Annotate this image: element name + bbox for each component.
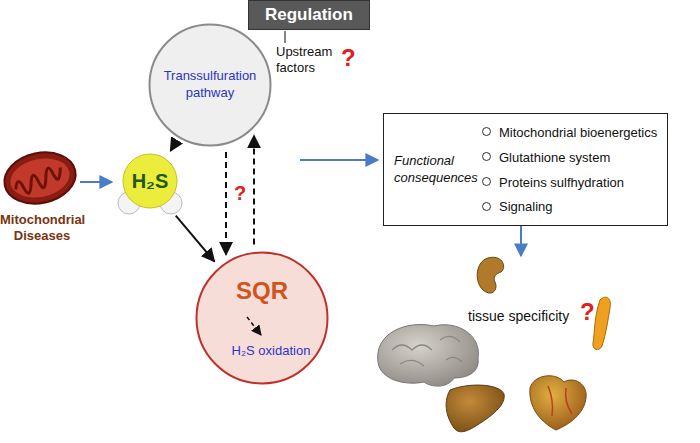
node-title: SQR — [236, 277, 288, 305]
arrow — [171, 144, 175, 151]
info-box: Functional consequencesMitochondrial bio… — [383, 113, 668, 226]
leader-line — [284, 31, 285, 43]
box-heading: Functional consequences — [394, 153, 478, 186]
list-row: Proteins sulfhydration — [482, 170, 657, 195]
blue-arrow — [80, 181, 112, 183]
box-column: Functional consequences — [394, 153, 478, 186]
list-item: Mitochondrial bioenergetics — [499, 125, 657, 140]
question-mark: ? — [234, 182, 246, 205]
list-item: Glutathione system — [499, 150, 610, 165]
box-column: Mitochondrial bioenergeticsGlutathione s… — [482, 120, 657, 219]
dashed-arrow — [253, 136, 255, 245]
box-text: Regulation — [265, 5, 353, 25]
circle-outline — [195, 251, 329, 385]
kidney-icon — [477, 257, 503, 293]
process-circle: Transsulfuration pathway — [148, 23, 272, 147]
list-row: Glutathione system — [482, 145, 657, 170]
molecule-label: H₂S — [132, 170, 169, 193]
heart-icon — [530, 376, 586, 430]
note-text: tissue specificity — [468, 308, 569, 324]
list-row: Mitochondrial bioenergetics — [482, 120, 657, 145]
bullet-symbol — [482, 152, 491, 161]
dashed-arrow — [225, 152, 227, 255]
list-row: Signaling — [482, 194, 657, 219]
bullet-symbol — [482, 202, 491, 211]
inner-arrow — [195, 251, 329, 385]
list-item: Proteins sulfhydration — [499, 175, 624, 190]
question-mark: ? — [580, 298, 595, 326]
bullet-symbol — [482, 127, 491, 136]
pancreas-icon — [593, 297, 610, 349]
question-mark: ? — [341, 44, 356, 72]
note-text: Upstream factors — [276, 44, 352, 77]
heading-box: Regulation — [248, 0, 370, 30]
process-circle: SQR H₂S oxidation — [195, 251, 329, 385]
brain-icon — [378, 325, 479, 387]
list-item: Signaling — [499, 199, 553, 214]
bullet-symbol — [482, 177, 491, 186]
disease-label: Mitochondrial Diseases — [0, 212, 84, 245]
liver-icon — [446, 385, 504, 432]
molecule: H₂S — [118, 153, 182, 217]
node-text: Transsulfuration pathway — [162, 68, 258, 102]
blue-arrow — [300, 159, 378, 161]
mitochondrion — [0, 146, 80, 210]
node-text: H₂S oxidation — [232, 343, 311, 359]
arrow — [176, 216, 215, 262]
